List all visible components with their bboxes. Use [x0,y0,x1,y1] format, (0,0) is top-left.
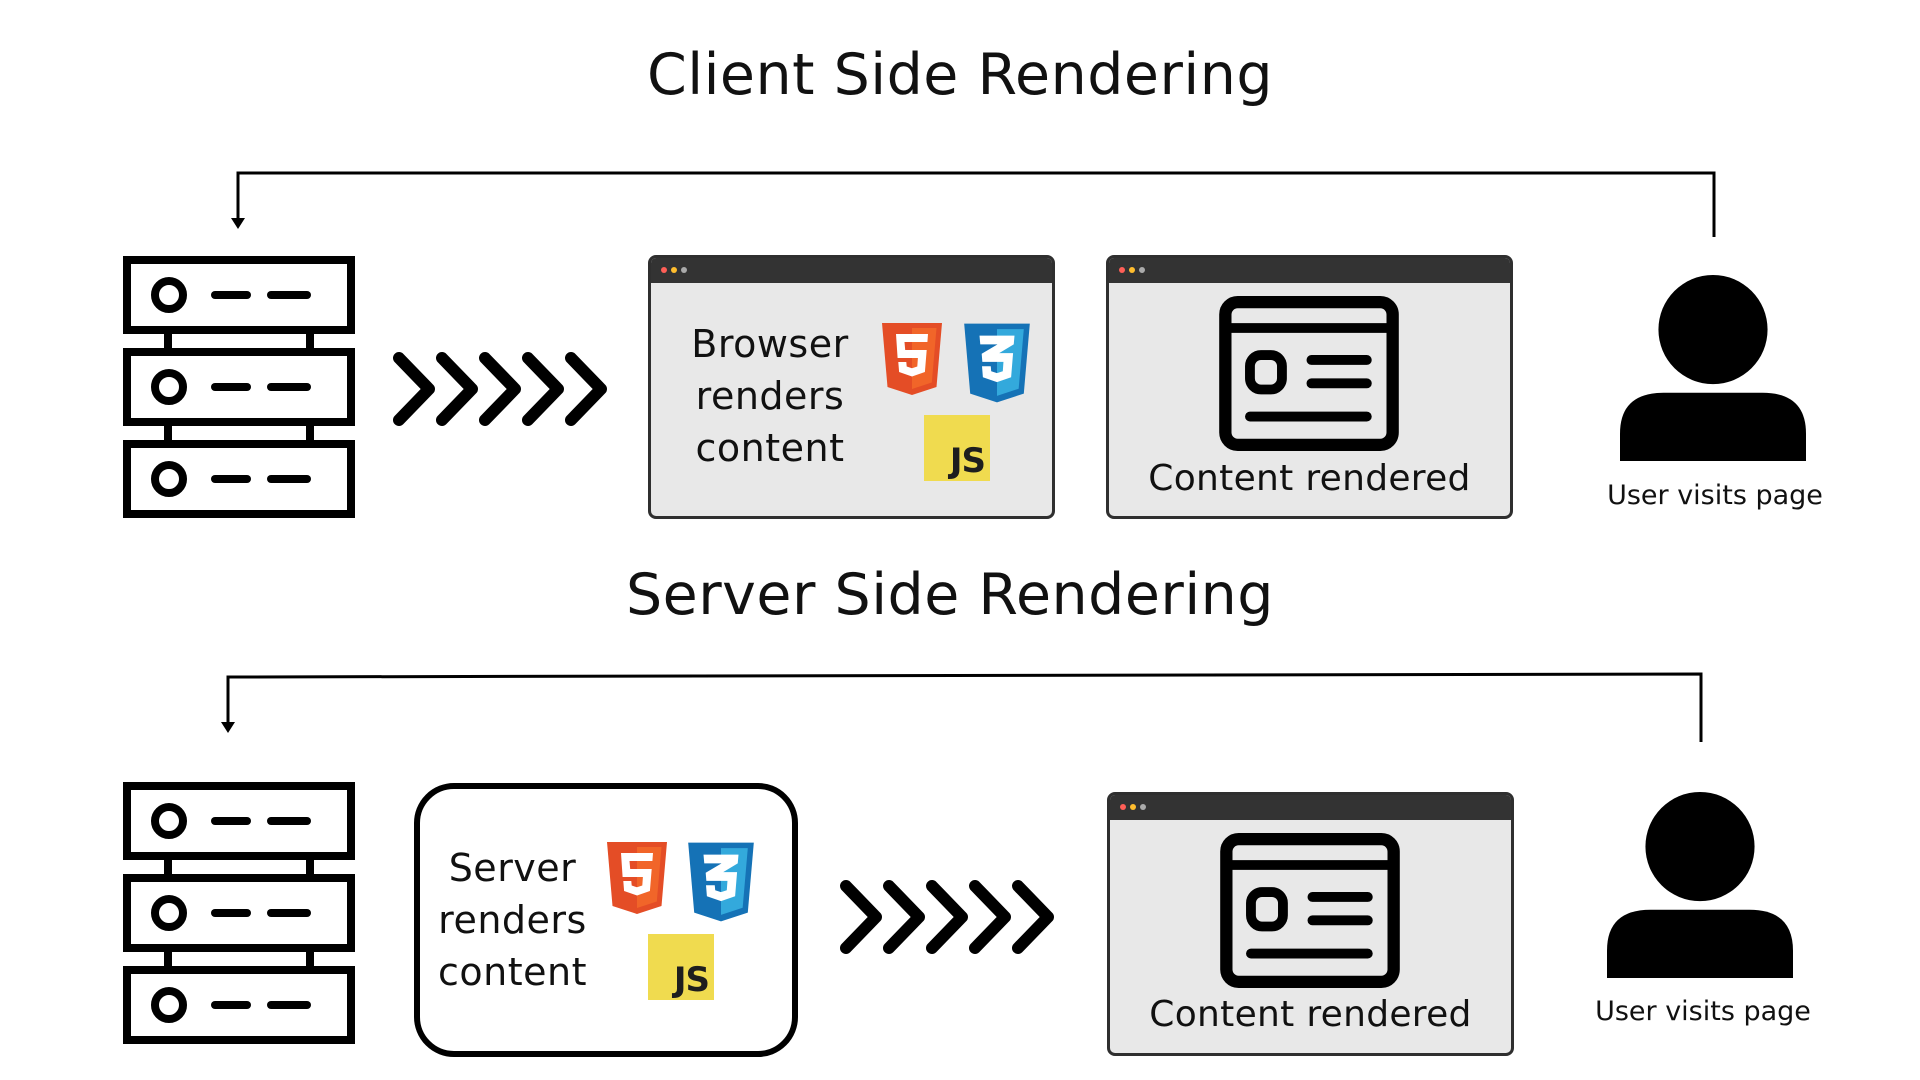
js-label: JS [949,441,986,481]
ssr-user-icon [1607,792,1793,978]
csr-user-label: User visits page [1607,480,1823,511]
window-dot-icon [1139,267,1145,273]
window-dot-icon [1140,804,1146,810]
csr-rendered-titlebar [1109,258,1510,283]
window-dot-icon [1120,804,1126,810]
window-dot-icon [1119,267,1125,273]
csr-browser-text: Browser renders content [665,318,875,474]
window-dot-icon [681,267,687,273]
text-line: Server [448,846,577,890]
ssr-rendered-caption: Content rendered [1149,994,1472,1035]
window-dot-icon [661,267,667,273]
content-card-icon [1220,833,1400,988]
ssr-rendered-titlebar [1110,795,1511,820]
window-dot-icon [671,267,677,273]
ssr-user-label: User visits page [1595,996,1811,1027]
text-line: content [438,950,587,994]
ssr-chevrons-right-icon [838,880,1060,954]
window-dot-icon [1130,804,1136,810]
text-line: renders [438,898,587,942]
csr-rendered-caption: Content rendered [1148,458,1471,499]
ssr-server-render-box [414,783,798,1057]
js-label: JS [673,960,710,1000]
css3-icon [686,840,756,924]
ssr-title: Server Side Rendering [626,562,1274,628]
html5-icon [605,840,669,916]
text-line: renders [695,374,845,418]
csr-title: Client Side Rendering [646,42,1274,108]
text-line: Browser [691,322,849,366]
js-icon: JS [924,415,990,481]
ssr-server-icon [123,782,355,1044]
ssr-server-text: Server renders content [430,842,595,998]
csr-browser-titlebar [651,258,1052,283]
js-icon: JS [648,934,714,1000]
text-line: content [695,426,845,470]
window-dot-icon [1129,267,1135,273]
